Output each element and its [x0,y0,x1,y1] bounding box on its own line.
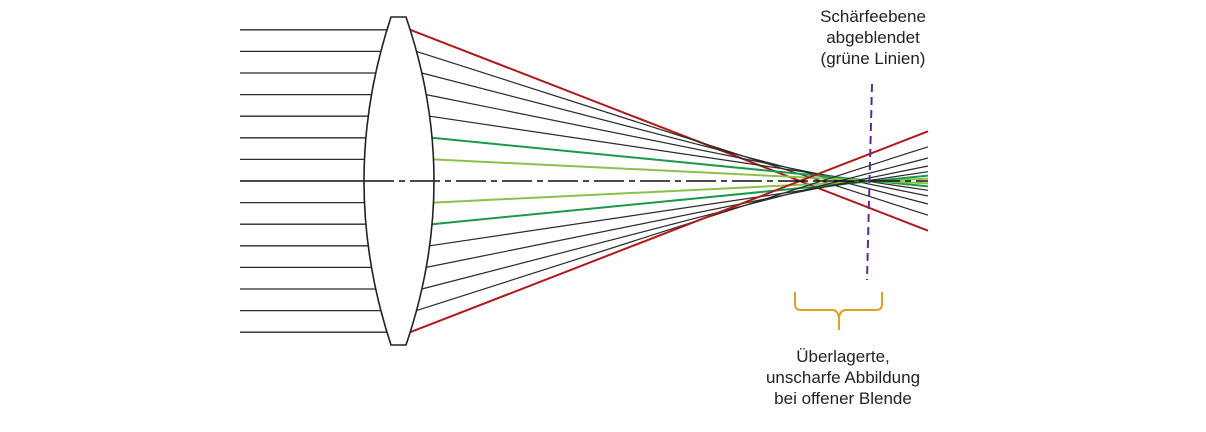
refracted-ray [426,165,929,268]
blur-label-line: unscharfe Abbildung [765,368,921,387]
focal-plane-label: Schärfeebene abgeblendet (grüne Linien) [803,6,943,69]
blur-label: Überlagerte, unscharfe Abbildung bei off… [753,346,933,409]
stopped-down-ray [431,136,929,188]
blur-label-line: Überlagerte, [796,347,890,366]
incoming-rays [240,29,387,333]
marginal-ray [409,28,929,232]
refracted-ray [416,50,929,216]
blur-range-brace [794,292,883,330]
focal-plane-label-line: abgeblendet [826,28,920,47]
convex-lens [363,16,435,346]
focal-plane-label-line: (grüne Linien) [820,49,926,68]
refracted-rays [409,28,929,334]
refracted-ray [429,171,929,247]
refracted-ray [421,157,929,290]
focal-plane-label-line: Schärfeebene [820,7,926,26]
refracted-ray [416,146,929,312]
refracted-ray [421,72,929,205]
focal-plane-line [866,83,873,281]
blur-label-line: bei offener Blende [774,389,912,408]
marginal-ray [409,130,929,334]
